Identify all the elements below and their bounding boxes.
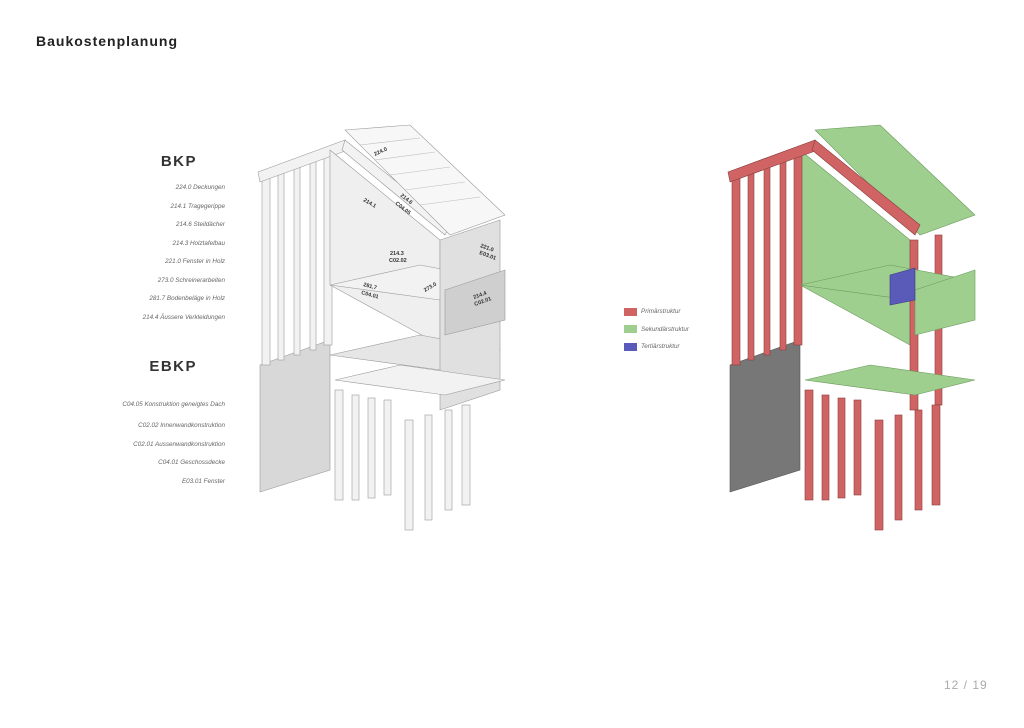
legend-label: Sekundärstruktur xyxy=(641,325,689,333)
base-wall xyxy=(259,339,331,493)
label-wall: 214.3 xyxy=(390,251,404,257)
ebkp-item: C02.02 Innenwandkonstruktion xyxy=(138,422,225,429)
bkp-item: 221.0 Fenster in Holz xyxy=(165,258,225,265)
legend-item: Sekundärstruktur xyxy=(624,321,689,339)
bkp-item: 214.6 Steildächer xyxy=(175,221,225,228)
label-wall-e: C02.02 xyxy=(389,258,407,264)
base-wall xyxy=(729,339,801,493)
bkp-list: 224.0 Deckungen 214.1 Tragegerippe 214.6… xyxy=(143,184,225,332)
label-clad-e: C02.01 xyxy=(474,296,493,308)
roof-tiles xyxy=(344,124,506,236)
model-colored xyxy=(727,124,976,531)
ebkp-list: C04.05 Konstruktion geneigtes Dach C02.0… xyxy=(122,401,225,496)
model-grey: 224.0 214.6 C04.05 214.1 214.3 C02.02 22… xyxy=(257,124,506,531)
bkp-item: 273.0 Schreinerarbeiten xyxy=(157,276,225,284)
bkp-item: 214.1 Tragegerippe xyxy=(170,202,226,210)
page-title: Baukostenplanung xyxy=(36,33,179,49)
ebkp-item: C04.01 Geschossdecke xyxy=(158,459,225,466)
bkp-item: 281.7 Bodenbeläge in Holz xyxy=(149,295,225,302)
legend-item: Primärstruktur xyxy=(624,303,689,321)
legend: Primärstruktur Sekundärstruktur Tertiärs… xyxy=(624,303,689,356)
ebkp-heading: EBKP xyxy=(149,358,197,375)
label-clad: 214.4 xyxy=(473,290,489,301)
ebkp-item: C02.01 Aussenwandkonstruktion xyxy=(133,440,225,448)
legend-swatch xyxy=(624,325,637,334)
legend-swatch xyxy=(624,342,637,351)
label-roof: 224.0 xyxy=(373,147,388,158)
bkp-item: 224.0 Deckungen xyxy=(175,184,225,191)
page-number: 12 / 19 xyxy=(944,678,988,692)
label-floor: 281.7 xyxy=(362,282,377,291)
bkp-item: 214.3 Holztafelbau xyxy=(172,239,225,247)
ebkp-item: E03.01 Fenster xyxy=(181,477,225,485)
label-floor-e: C04.01 xyxy=(360,290,379,300)
label-window-e: E03.01 xyxy=(478,250,496,262)
legend-swatch xyxy=(624,307,637,316)
legend-label: Primärstruktur xyxy=(641,308,681,316)
bkp-item: 214.4 Äussere Verkleidungen xyxy=(142,313,225,321)
legend-label: Tertiärstruktur xyxy=(641,343,680,351)
bkp-heading: BKP xyxy=(160,153,197,170)
legend-item: Tertiärstruktur xyxy=(624,338,689,356)
label-window: 221.0 xyxy=(479,243,494,253)
ebkp-item: C04.05 Konstruktion geneigtes Dach xyxy=(122,401,225,408)
